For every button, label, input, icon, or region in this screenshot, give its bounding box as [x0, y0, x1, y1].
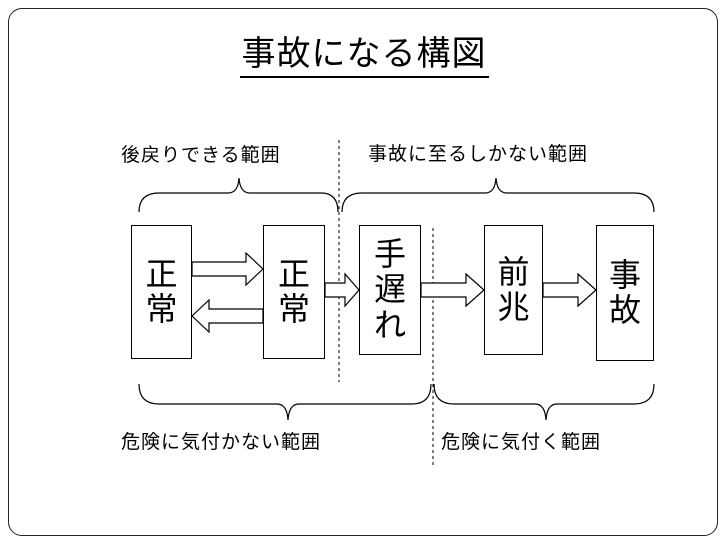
arrow-right-normal — [191, 251, 264, 287]
box-too-late-label: 手遅れ — [373, 235, 406, 344]
brace-aware — [433, 383, 655, 421]
box-omen-label: 前兆 — [497, 252, 530, 326]
box-normal-1-label: 正常 — [145, 254, 178, 328]
box-omen: 前兆 — [484, 225, 543, 355]
brace-inevitable — [341, 177, 655, 213]
box-accident-label: 事故 — [608, 255, 641, 329]
label-unaware-range: 危険に気付かない範囲 — [121, 431, 322, 453]
arrow-to-omen — [420, 272, 485, 308]
arrow-left-normal — [191, 298, 264, 334]
label-aware-range: 危険に気付く範囲 — [441, 431, 602, 453]
label-reversible-range: 後戻りできる範囲 — [121, 144, 281, 166]
brace-unaware — [138, 383, 432, 421]
box-normal-1: 正常 — [131, 225, 192, 359]
slide-frame — [8, 8, 718, 536]
label-inevitable-range: 事故に至るしかない範囲 — [368, 143, 589, 165]
slide-title-text: 事故になる構図 — [239, 34, 489, 78]
box-too-late: 手遅れ — [359, 225, 421, 355]
arrow-to-too-late — [324, 272, 360, 308]
box-normal-2: 正常 — [263, 225, 325, 359]
arrow-to-accident — [542, 272, 597, 308]
brace-reversible — [138, 177, 339, 213]
box-normal-2-label: 正常 — [277, 254, 310, 328]
slide-title: 事故になる構図 — [0, 26, 728, 78]
box-accident: 事故 — [596, 225, 654, 361]
